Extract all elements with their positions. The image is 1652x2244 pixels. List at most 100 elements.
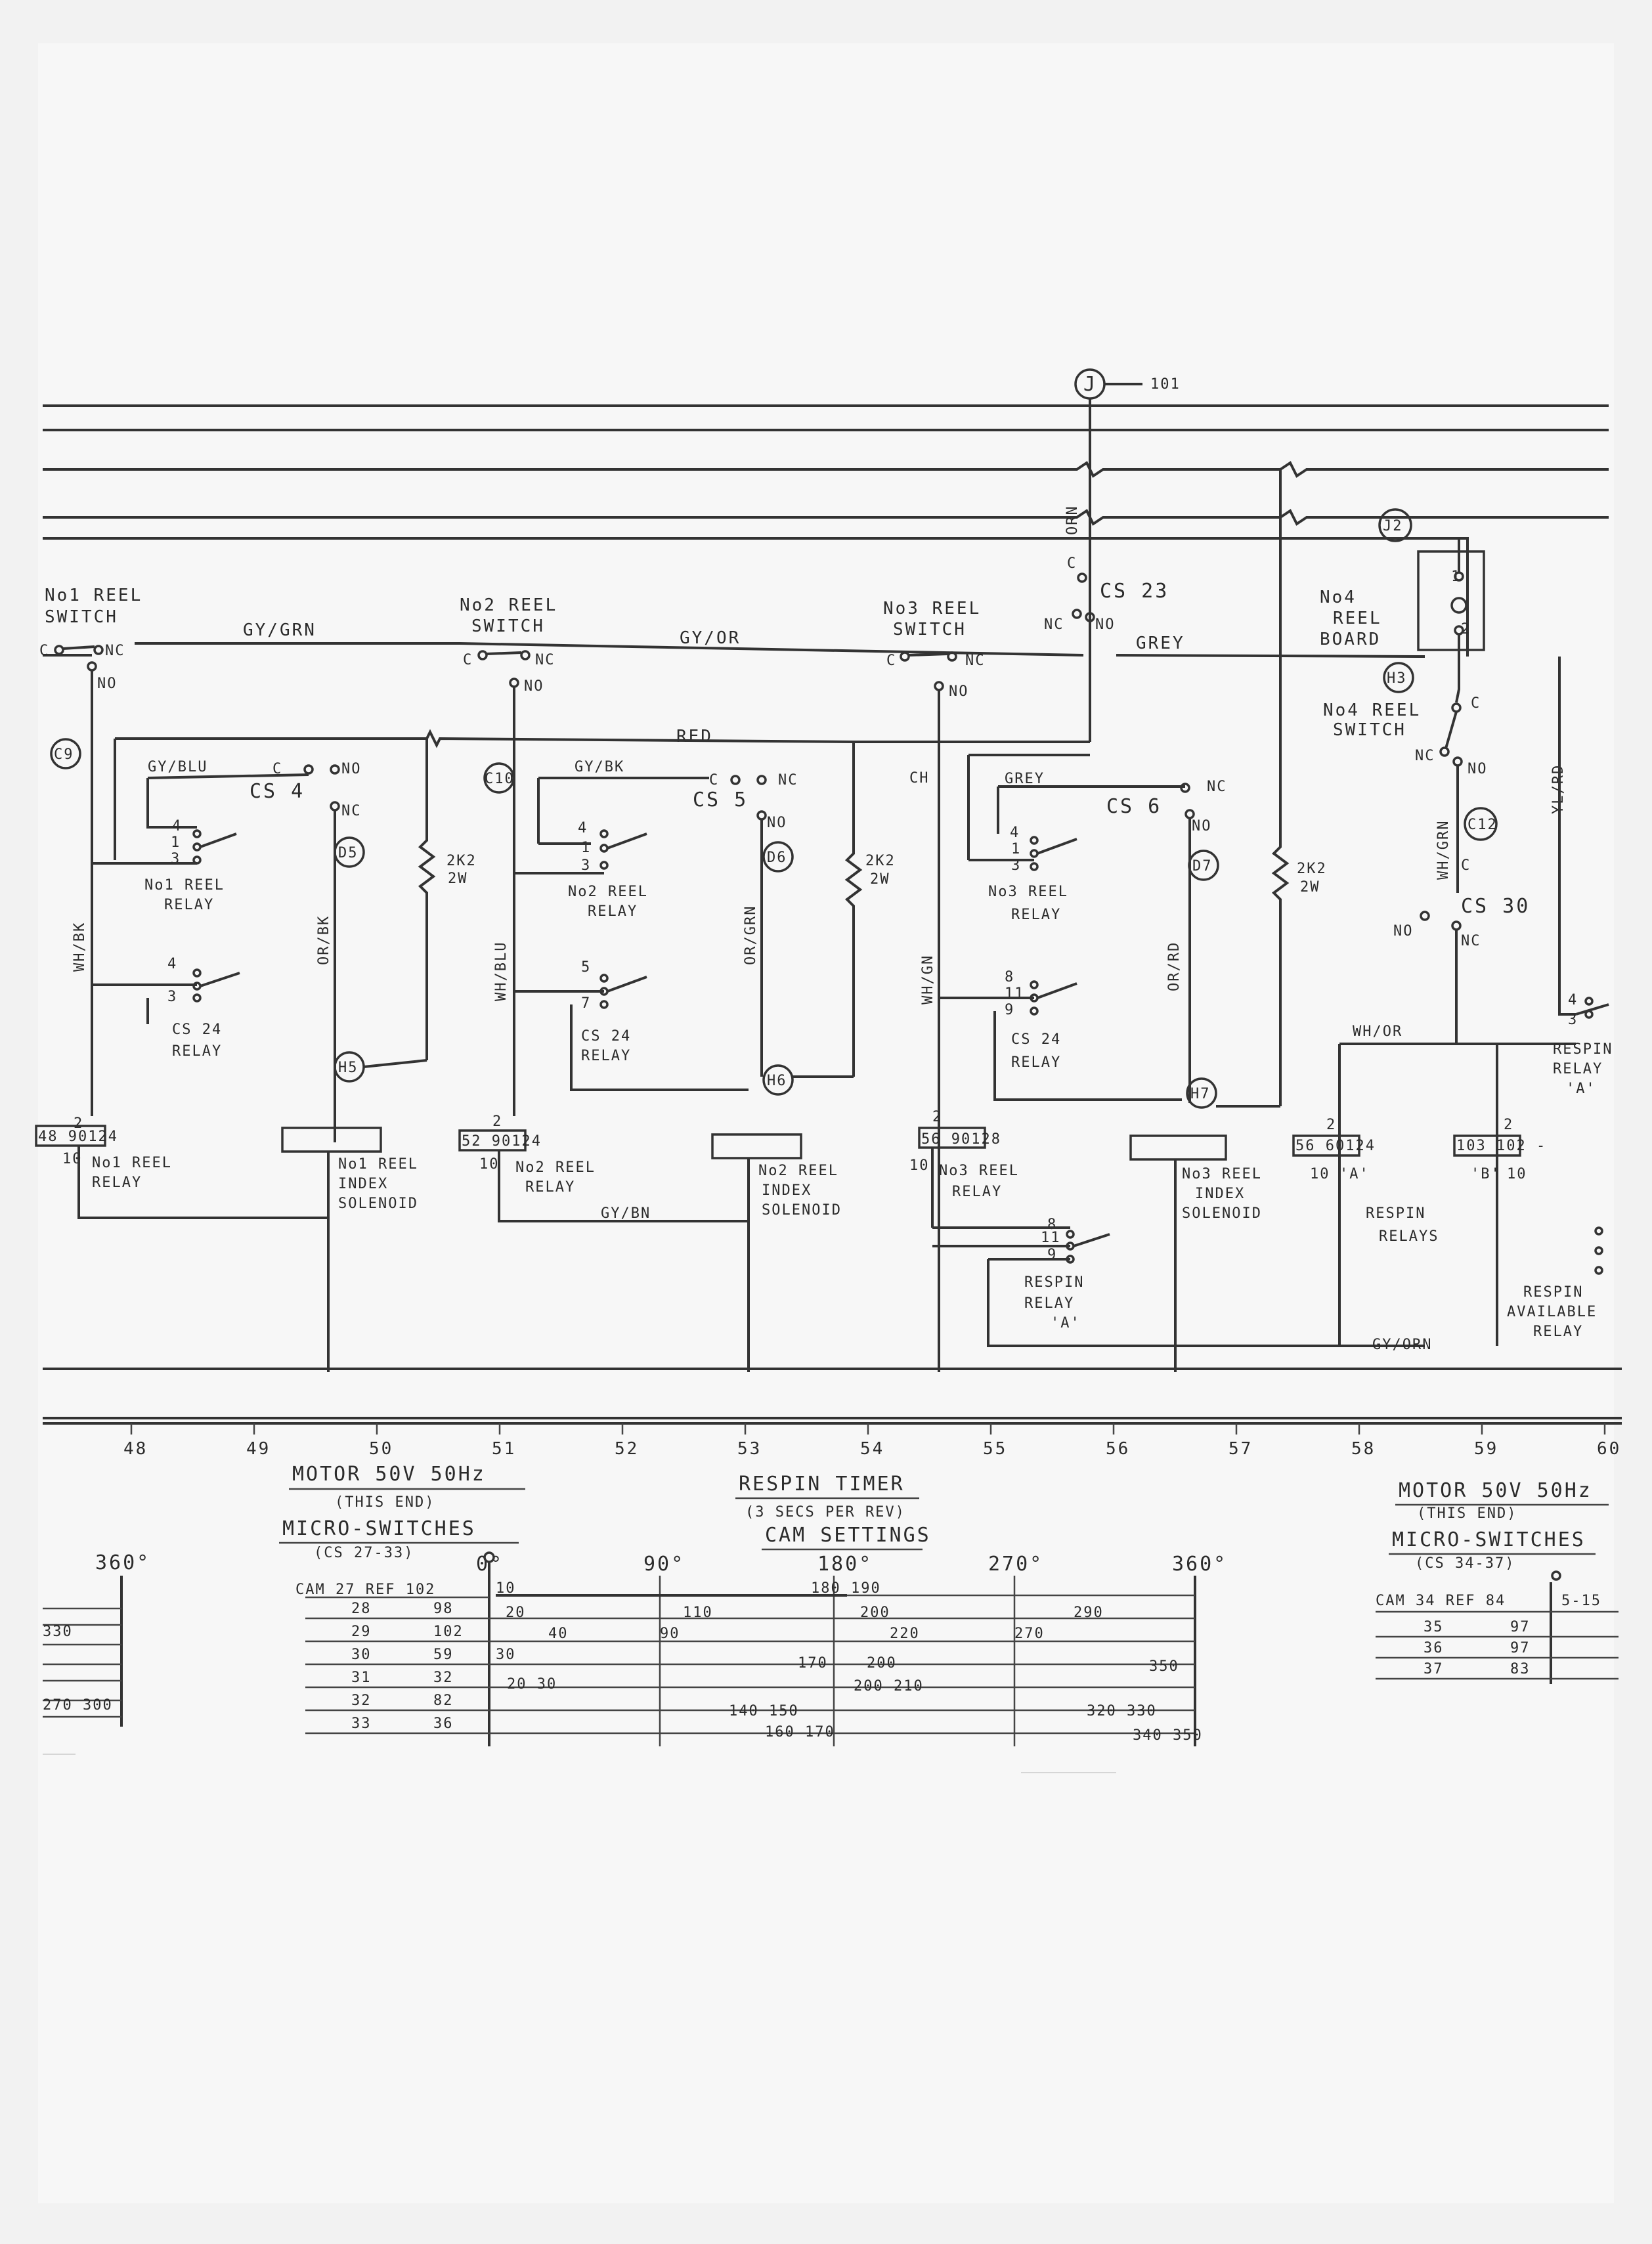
svg-text:(THIS END): (THIS END)	[1417, 1505, 1517, 1522]
svg-text:RESPIN: RESPIN	[1523, 1284, 1583, 1301]
svg-text:360°: 360°	[95, 1551, 150, 1574]
cam-ref: 97	[1510, 1619, 1531, 1635]
svg-text:NO: NO	[1467, 761, 1488, 777]
svg-text:REEL: REEL	[1333, 609, 1382, 628]
cam-table-header: CAM 27 REF 102	[295, 1582, 435, 1598]
wire-gy-or: GY/OR	[680, 628, 741, 648]
svg-text:RELAY: RELAY	[525, 1179, 575, 1196]
svg-text:RELAY: RELAY	[952, 1184, 1002, 1200]
no3-reel-switch: No3 REEL SWITCH C NC NO	[883, 599, 986, 1372]
svg-text:NC: NC	[1207, 779, 1227, 795]
column-number: 51	[492, 1439, 516, 1459]
cam-number: 29	[351, 1624, 372, 1640]
svg-text:No2 REEL: No2 REEL	[568, 884, 648, 900]
motor-left-caption: MOTOR 50V 50Hz (THIS END) MICRO-SWITCHES…	[279, 1463, 525, 1561]
motor-right-caption: MOTOR 50V 50Hz (THIS END) MICRO-SWITCHES…	[1389, 1479, 1609, 1572]
terminal-h5: H5	[334, 1051, 427, 1083]
column-number: 54	[860, 1439, 884, 1459]
svg-text:C: C	[886, 653, 896, 669]
svg-text:No2 REEL: No2 REEL	[460, 595, 557, 615]
svg-text:RELAY: RELAY	[1553, 1061, 1603, 1077]
svg-text:C9: C9	[54, 746, 74, 763]
svg-text:H7: H7	[1190, 1086, 1211, 1102]
svg-text:RELAY: RELAY	[92, 1175, 142, 1191]
svg-text:(3 SECS PER REV): (3 SECS PER REV)	[745, 1504, 905, 1521]
svg-text:SWITCH: SWITCH	[1333, 720, 1406, 740]
svg-text:D7: D7	[1192, 858, 1213, 874]
cam-ref: 98	[433, 1601, 454, 1617]
wire-gy-bk: GY/BK	[575, 759, 624, 775]
wire-wh-blu: WH/BLU	[493, 941, 510, 1001]
svg-text:NO: NO	[524, 678, 544, 695]
wire-or-grn: OR/GRN	[743, 905, 759, 965]
svg-text:2K2: 2K2	[446, 853, 477, 869]
svg-text:RELAY: RELAY	[164, 897, 214, 913]
svg-text:3: 3	[171, 851, 181, 867]
resistor-3: 2K2 2W	[1271, 469, 1326, 1106]
svg-text:90: 90	[660, 1626, 680, 1642]
svg-text:4: 4	[1010, 825, 1020, 841]
svg-text:3: 3	[167, 989, 177, 1005]
wire-gy-bn: GY/BN	[601, 1205, 651, 1222]
svg-text:2: 2	[1461, 621, 1471, 637]
svg-text:RESPIN: RESPIN	[1553, 1041, 1613, 1058]
no4-reel-switch: H3 No4 REEL SWITCH C NC NO	[1323, 662, 1488, 798]
terminal-j-label: J	[1083, 373, 1097, 396]
no2-reel-index-solenoid: No2 REEL INDEX SOLENOID	[711, 1133, 840, 1372]
svg-text:360°: 360°	[1172, 1553, 1227, 1576]
cam-ref: 102	[433, 1624, 464, 1640]
column-number: 59	[1474, 1439, 1498, 1459]
column-number: 53	[737, 1439, 762, 1459]
svg-text:C: C	[463, 652, 473, 668]
svg-text:INDEX: INDEX	[762, 1182, 812, 1199]
svg-text:200: 200	[867, 1655, 897, 1672]
wire-wh-or: WH/OR	[1353, 1024, 1402, 1040]
svg-text:10: 10	[1507, 1166, 1527, 1182]
wire-gy-orn: GY/ORN	[1372, 1337, 1432, 1353]
svg-text:2W: 2W	[448, 871, 468, 887]
svg-text:NC: NC	[965, 653, 986, 669]
respin-available-relay: RESPIN AVAILABLE RELAY	[1507, 1226, 1603, 1340]
svg-text:2W: 2W	[1300, 879, 1320, 895]
cs6-relay-block: CH GREY NC CS 6 NO 4 1 3 No3 REEL RELAY	[909, 754, 1227, 1103]
svg-text:INDEX: INDEX	[1195, 1186, 1245, 1202]
svg-text:2: 2	[932, 1109, 942, 1125]
no1-reel-relay-coil: 2 48 90124 10 No1 REEL RELAY	[35, 1115, 328, 1219]
svg-text:NC: NC	[1415, 748, 1435, 764]
svg-text:RESPIN: RESPIN	[1366, 1205, 1425, 1222]
cam-ref: 82	[433, 1693, 454, 1709]
svg-text:C10: C10	[485, 771, 515, 787]
cam-ref: 32	[433, 1670, 454, 1686]
svg-text:56 60124: 56 60124	[1295, 1138, 1376, 1154]
terminal-d5: D5	[334, 836, 365, 868]
wire-or-bk: OR/BK	[316, 915, 332, 965]
cs30-switch: WH/GRN C12 C CS 30 NO NC YL/RD	[1393, 657, 1576, 1044]
svg-text:RESPIN TIMER: RESPIN TIMER	[739, 1473, 905, 1496]
cam-number: 28	[351, 1601, 372, 1617]
svg-text:4: 4	[167, 956, 177, 972]
column-number: 49	[246, 1439, 271, 1459]
cam-ref: 59	[433, 1647, 454, 1663]
svg-text:No1 REEL: No1 REEL	[144, 877, 225, 894]
svg-text:H3: H3	[1387, 670, 1407, 687]
svg-text:No4 REEL: No4 REEL	[1323, 701, 1421, 720]
svg-text:20 30: 20 30	[507, 1676, 557, 1693]
svg-text:3: 3	[581, 857, 591, 874]
svg-text:5: 5	[581, 959, 591, 976]
svg-text:270: 270	[1014, 1626, 1045, 1642]
svg-text:220: 220	[890, 1626, 920, 1642]
cam-ref: 36	[433, 1715, 454, 1732]
terminal-d6: D6	[762, 841, 794, 873]
terminal-h7: H7	[1186, 1077, 1280, 1109]
no4-reel-board: J2 1 2 No4 REEL BOARD	[1320, 508, 1485, 703]
svg-text:H6: H6	[767, 1073, 787, 1089]
svg-text:No4: No4	[1320, 588, 1357, 607]
resistor-1: 2K2 2W	[418, 739, 477, 1060]
svg-text:2: 2	[1326, 1117, 1336, 1133]
cam-ref: 83	[1510, 1661, 1531, 1677]
svg-text:52 90124: 52 90124	[462, 1133, 542, 1150]
svg-text:10: 10	[1310, 1166, 1330, 1182]
svg-text:10: 10	[909, 1157, 930, 1174]
